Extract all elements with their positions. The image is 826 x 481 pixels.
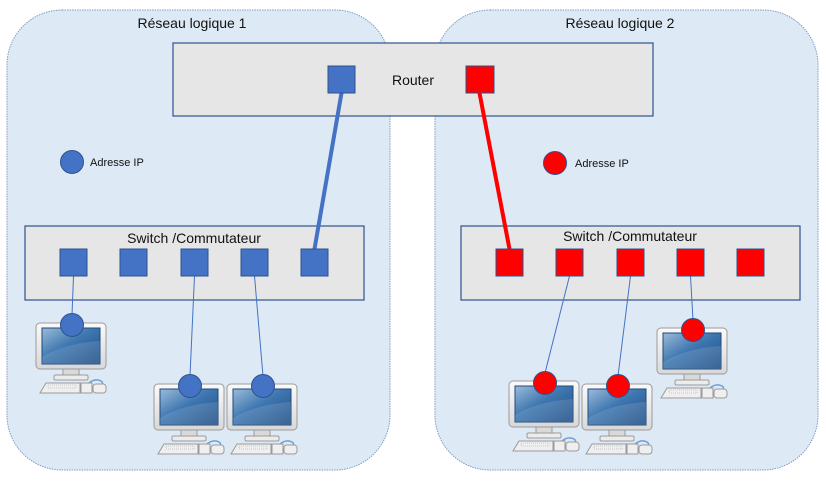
screen-glare <box>588 402 646 425</box>
switch-port[interactable] <box>555 248 584 277</box>
computer-icon[interactable] <box>508 371 580 452</box>
switch-pc-link <box>189 275 195 377</box>
screen-glare <box>233 402 291 425</box>
router-box[interactable] <box>172 42 654 117</box>
computer-icon[interactable] <box>153 374 225 455</box>
router-port-net1[interactable] <box>327 65 356 94</box>
switch-pc-link <box>254 275 264 377</box>
ip-address-dot <box>606 374 630 398</box>
switch-port[interactable] <box>616 248 645 277</box>
keypad-icon <box>701 387 714 399</box>
ip-address-dot <box>681 318 705 342</box>
screen-glare <box>663 346 721 369</box>
router-port-net2[interactable] <box>465 65 495 94</box>
switch-port[interactable] <box>300 248 329 277</box>
keyboard-keys <box>520 442 550 447</box>
router-switch-uplink <box>477 92 512 250</box>
switch-port[interactable] <box>119 248 148 277</box>
keypad-icon <box>198 443 211 455</box>
switch-pc-link <box>71 275 74 316</box>
ip-address-legend-dot-1 <box>60 150 84 174</box>
keyboard-keys <box>593 445 623 450</box>
mouse-icon <box>565 441 580 452</box>
computer-icon[interactable] <box>656 318 728 399</box>
switch-port[interactable] <box>676 248 705 277</box>
keypad-icon <box>626 443 639 455</box>
monitor-base <box>244 435 280 442</box>
keyboard-keys <box>165 445 195 450</box>
computer-icon[interactable] <box>35 313 107 394</box>
mouse-icon <box>713 388 728 399</box>
screen-glare <box>42 341 100 364</box>
switch-port[interactable] <box>59 248 88 277</box>
keyboard-keys <box>47 384 77 389</box>
monitor-base <box>526 432 562 439</box>
network-2-title: Réseau logique 2 <box>566 15 675 31</box>
ip-address-dot <box>251 374 275 398</box>
switch-port[interactable] <box>240 248 269 277</box>
screen-glare <box>160 402 218 425</box>
monitor-base <box>53 374 89 381</box>
switch-port[interactable] <box>180 248 209 277</box>
switch-port[interactable] <box>495 248 524 277</box>
mouse-icon <box>283 444 298 455</box>
switch-2-label: Switch /Commutateur <box>563 228 697 244</box>
ip-address-legend-label-2: Adresse IP <box>575 158 629 170</box>
ip-address-dot <box>60 313 84 337</box>
keyboard-keys <box>668 389 698 394</box>
ip-address-dot <box>178 374 202 398</box>
computer-icon[interactable] <box>226 374 298 455</box>
ip-address-dot <box>533 371 557 395</box>
keypad-icon <box>553 440 566 452</box>
ip-address-legend-dot-2 <box>543 151 567 175</box>
computer-icon[interactable] <box>581 374 653 455</box>
keypad-icon <box>80 382 93 394</box>
monitor-base <box>171 435 207 442</box>
keyboard-keys <box>238 445 268 450</box>
router-switch-uplink <box>312 92 344 250</box>
switch-1-label: Switch /Commutateur <box>127 230 261 246</box>
router-label: Router <box>392 72 434 88</box>
mouse-icon <box>638 444 653 455</box>
monitor-base <box>674 379 710 386</box>
keypad-icon <box>271 443 284 455</box>
switch-port[interactable] <box>736 248 765 277</box>
screen-glare <box>515 399 573 422</box>
switch-pc-link <box>690 275 694 321</box>
switch-pc-link <box>544 275 570 374</box>
monitor-base <box>599 435 635 442</box>
mouse-icon <box>92 383 107 394</box>
switch-pc-link <box>617 275 631 377</box>
mouse-icon <box>210 444 225 455</box>
ip-address-legend-label-1: Adresse IP <box>90 157 144 169</box>
network-1-title: Réseau logique 1 <box>138 15 247 31</box>
